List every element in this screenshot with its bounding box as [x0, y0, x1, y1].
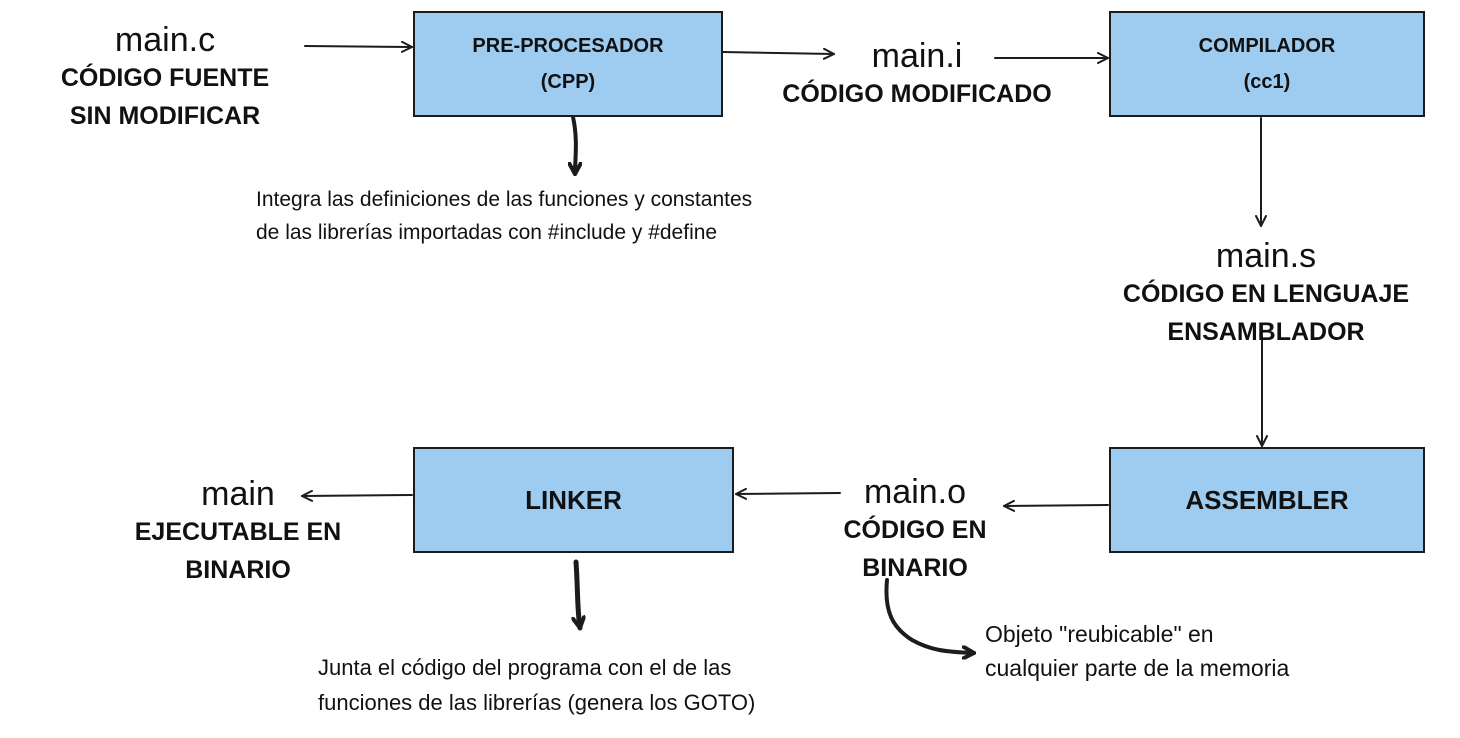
arrow-source-to-preprocessor — [304, 40, 413, 53]
executable-file-label: main EJECUTABLE EN BINARIO — [118, 475, 358, 589]
arrow-preprocessor-note — [573, 115, 576, 176]
executable-file-desc-1: EJECUTABLE EN — [134, 518, 342, 546]
arrow-linker-to-executable — [301, 489, 413, 502]
source-file-label: main.c CÓDIGO FUENTE SIN MODIFICAR — [20, 21, 310, 135]
arrow-assembler-to-o — [1003, 499, 1109, 512]
preprocessor-note-line-1: Integra las definiciones de las funcione… — [256, 188, 753, 211]
object-file-desc-1: CÓDIGO EN — [843, 516, 987, 544]
assembler-box: ASSEMBLER — [1109, 447, 1425, 553]
compiler-box: COMPILADOR (cc1) — [1109, 11, 1425, 117]
object-note-line-2: cualquier parte de la memoria — [985, 655, 1290, 681]
preprocessor-note: Integra las definiciones de las funcione… — [256, 183, 752, 249]
assembly-file-desc-2: ENSAMBLADOR — [1167, 318, 1365, 346]
linker-title: LINKER — [525, 484, 622, 515]
preprocessed-file-desc: CÓDIGO MODIFICADO — [782, 80, 1052, 108]
preprocessed-file-name: main.i — [871, 37, 963, 75]
linker-box: LINKER — [413, 447, 734, 553]
source-file-desc-2: SIN MODIFICAR — [69, 102, 261, 130]
linker-note: Junta el código del programa con el de l… — [318, 650, 755, 720]
preprocessor-subtitle: (CPP) — [540, 71, 596, 93]
executable-file-desc-2: BINARIO — [185, 556, 291, 584]
compiler-title: COMPILADOR — [1198, 35, 1336, 57]
arrow-preprocessor-to-i — [722, 47, 835, 60]
linker-note-line-2: funciones de las librerías (genera los G… — [318, 690, 756, 715]
object-note-line-1: Objeto "reubicable" en — [985, 621, 1214, 647]
assembler-title: ASSEMBLER — [1185, 484, 1349, 515]
preprocessed-file-label: main.i CÓDIGO MODIFICADO — [752, 37, 1082, 113]
arrow-object-note — [884, 578, 976, 653]
arrow-linker-note — [576, 559, 580, 631]
object-file-desc-2: BINARIO — [862, 554, 968, 582]
assembly-file-label: main.s CÓDIGO EN LENGUAJE ENSAMBLADOR — [1096, 237, 1436, 351]
executable-file-name: main — [201, 475, 275, 513]
assembly-file-desc-1: CÓDIGO EN LENGUAJE — [1122, 280, 1410, 308]
preprocessor-note-line-2: de las librerías importadas con #include… — [256, 221, 718, 244]
compiler-subtitle: (cc1) — [1243, 71, 1291, 93]
object-file-label: main.o CÓDIGO EN BINARIO — [800, 473, 1030, 587]
arrow-o-to-linker — [735, 487, 841, 500]
preprocessor-title: PRE-PROCESADOR — [472, 35, 664, 57]
object-note: Objeto "reubicable" en cualquier parte d… — [985, 617, 1289, 685]
linker-note-line-1: Junta el código del programa con el de l… — [318, 655, 732, 680]
source-file-desc-1: CÓDIGO FUENTE — [60, 64, 270, 92]
object-file-name: main.o — [863, 473, 967, 511]
source-file-name: main.c — [114, 21, 216, 59]
assembly-file-name: main.s — [1215, 237, 1317, 275]
preprocessor-box: PRE-PROCESADOR (CPP) — [413, 11, 723, 117]
